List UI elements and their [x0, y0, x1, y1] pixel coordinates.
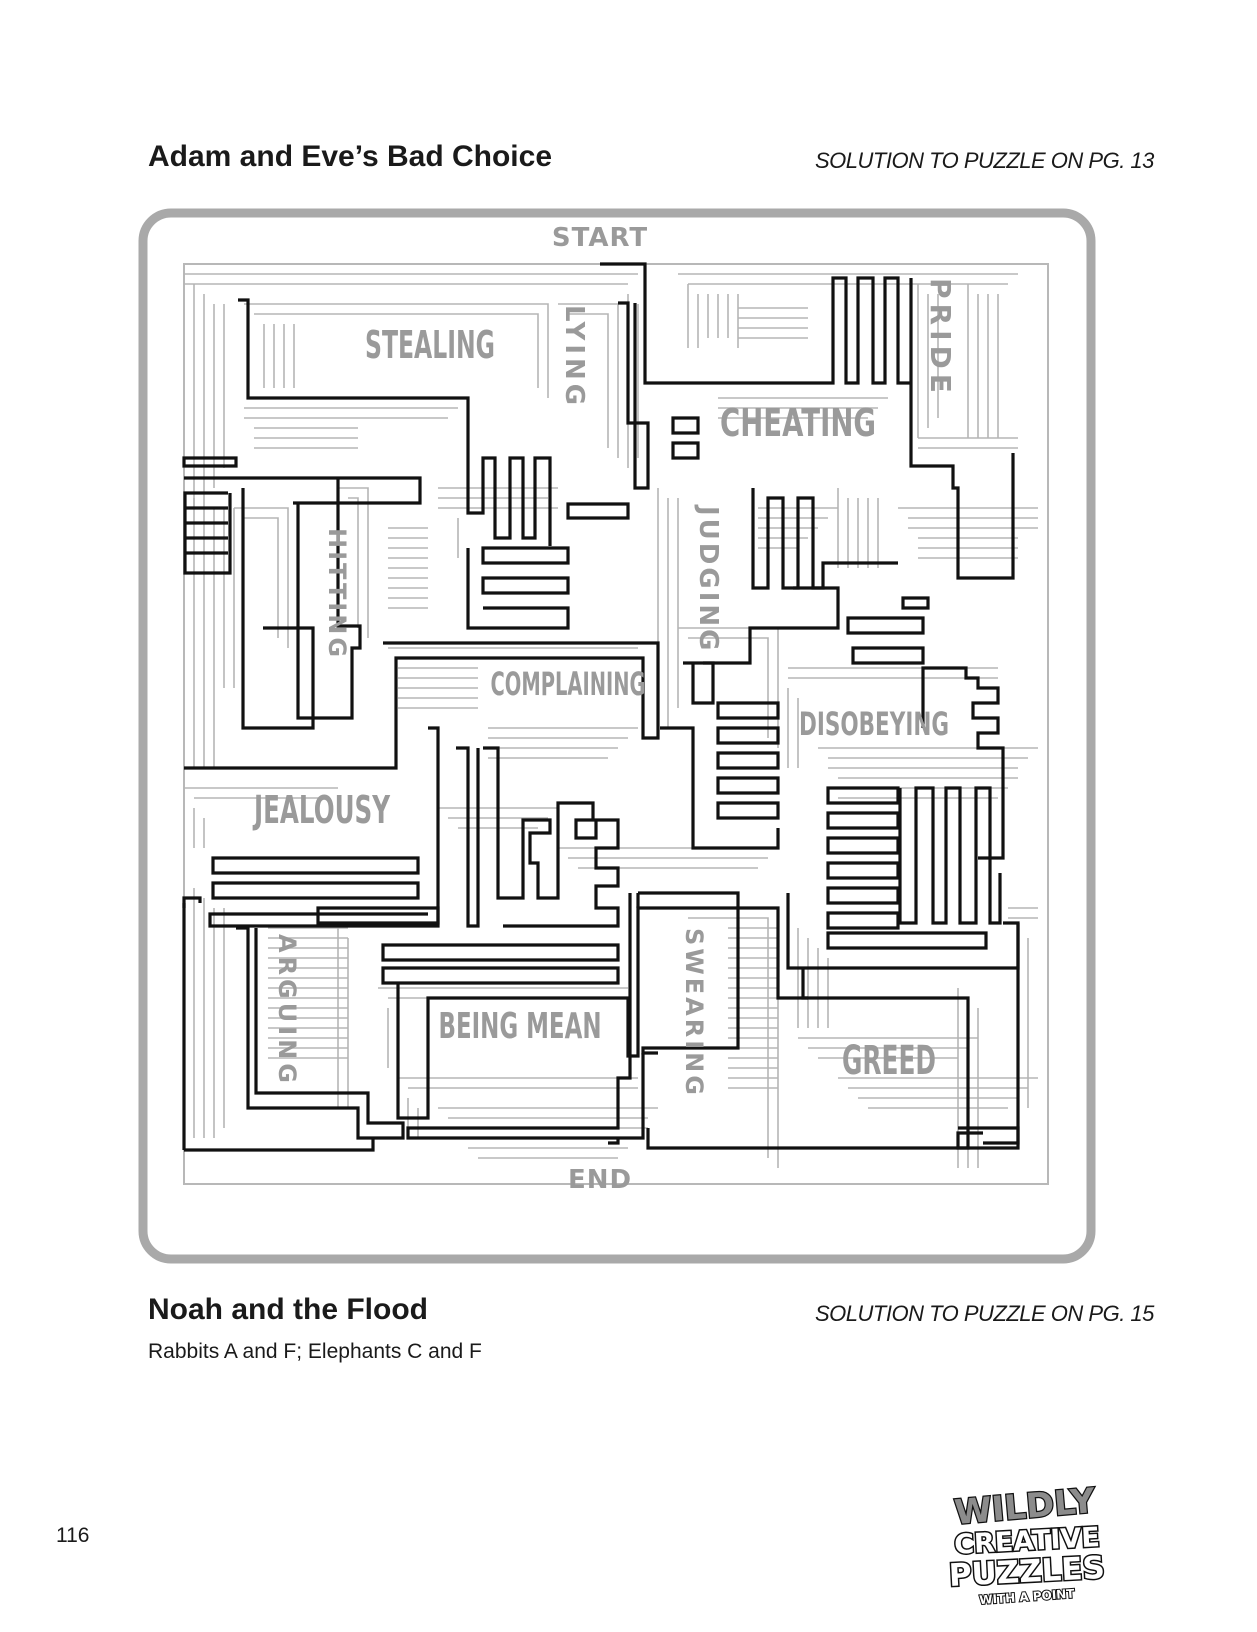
word-lying: LYING	[559, 305, 589, 409]
logo-line-3: PUZZLES	[948, 1550, 1105, 1594]
word-being-mean: BEING MEAN	[439, 1006, 602, 1047]
maze-outer-frame	[138, 208, 1096, 1264]
word-swearing: SWEARING	[680, 928, 708, 1098]
word-pride: PRIDE	[924, 278, 957, 398]
logo-line-1: WILDLY	[953, 1481, 1097, 1533]
word-greed: GREED	[842, 1038, 936, 1084]
word-judging: JUDGING	[693, 504, 723, 653]
word-disobeying: DISOBEYING	[799, 705, 949, 743]
maze-solution-figure: START END STEALING LYING CHEATING PRIDE …	[138, 208, 1096, 1264]
page-number: 116	[56, 1524, 90, 1547]
maze-solution-path	[182, 262, 1020, 1152]
maze-start-label: START	[552, 223, 648, 253]
maze-end-label: END	[568, 1165, 632, 1195]
word-cheating: CHEATING	[720, 401, 876, 445]
word-stealing: STEALING	[365, 323, 495, 367]
puzzle2-title: Noah and the Flood	[148, 1293, 428, 1326]
maze-walls	[184, 273, 1038, 1168]
wildly-creative-puzzles-logo: WILDLY CREATIVE PUZZLES WITH A POINT	[945, 1480, 1105, 1610]
word-hitting: HITTING	[323, 528, 351, 660]
puzzle2-answer: Rabbits A and F; Elephants C and F	[148, 1340, 482, 1363]
word-complaining: COMPLAINING	[491, 665, 646, 703]
puzzle2-solution-ref: SOLUTION TO PUZZLE ON PG. 15	[815, 1301, 1154, 1326]
puzzle1-solution-ref: SOLUTION TO PUZZLE ON PG. 13	[815, 148, 1154, 173]
puzzle1-title: Adam and Eve’s Bad Choice	[148, 140, 553, 173]
word-jealousy: JEALOUSY	[252, 788, 390, 832]
maze-words: START END STEALING LYING CHEATING PRIDE …	[252, 223, 957, 1195]
word-arguing: ARGUING	[273, 934, 301, 1087]
